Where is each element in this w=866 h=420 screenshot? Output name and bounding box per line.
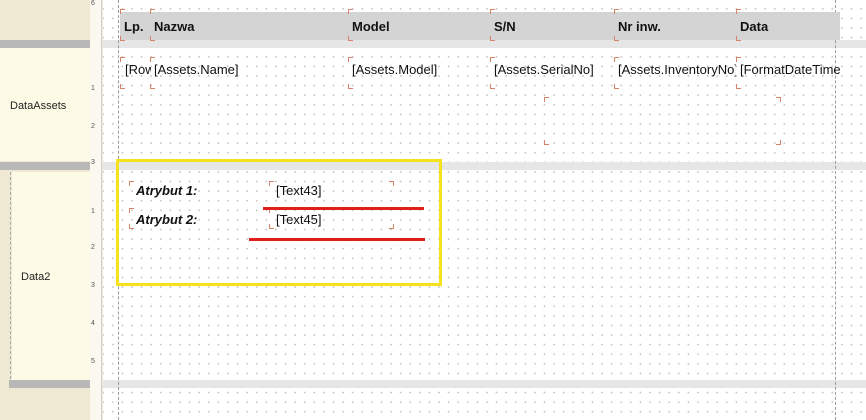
band-tree-panel: DataAssets Data2 <box>0 0 103 420</box>
band-tree-connector <box>10 172 11 384</box>
data-cell-serial[interactable]: [Assets.SerialNo] <box>494 62 594 77</box>
selection-corner <box>736 84 741 89</box>
empty-object-corner <box>544 97 549 102</box>
band-header-strip <box>103 40 866 48</box>
empty-object-corner <box>776 97 781 102</box>
band-data2-box[interactable] <box>12 172 90 380</box>
ruler-tick: 1 <box>91 85 95 92</box>
selection-corner <box>120 57 125 62</box>
selection-corner <box>614 84 619 89</box>
selection-corner <box>120 84 125 89</box>
selection-corner <box>129 208 134 213</box>
band-separator <box>9 380 96 388</box>
attribute-value-2[interactable]: [Text45] <box>276 212 322 227</box>
band-separator <box>0 162 96 170</box>
header-cell-name[interactable]: Nazwa <box>154 19 195 34</box>
selection-corner <box>736 36 741 41</box>
selection-corner <box>348 84 353 89</box>
underline-annotation-1 <box>263 207 424 210</box>
empty-object-corner <box>544 140 549 145</box>
selection-corner <box>129 181 134 186</box>
ruler-tick: 1 <box>91 208 95 215</box>
underline-annotation-2 <box>249 238 425 241</box>
data-cell-name[interactable]: [Assets.Name] <box>154 62 239 77</box>
selection-corner <box>389 181 394 186</box>
selection-corner <box>129 224 134 229</box>
selection-corner <box>389 224 394 229</box>
band-dataassets-box[interactable] <box>0 48 90 161</box>
selection-corner <box>348 57 353 62</box>
ruler-tick: 3 <box>91 159 95 166</box>
selection-corner <box>490 57 495 62</box>
selection-corner <box>736 57 741 62</box>
ruler-tick: 5 <box>91 358 95 365</box>
selection-corner <box>490 36 495 41</box>
selection-corner <box>348 36 353 41</box>
band-label-data2[interactable]: Data2 <box>21 271 51 283</box>
empty-object-corner <box>776 140 781 145</box>
table-header-row: Lp. Nazwa Model S/N Nr inw. Data <box>120 12 840 40</box>
selection-corner <box>269 224 274 229</box>
selection-corner <box>150 36 155 41</box>
attribute-label-2[interactable]: Atrybut 2: <box>136 212 198 227</box>
selection-corner <box>150 9 155 14</box>
band-header-strip <box>103 162 866 170</box>
data-cell-model[interactable]: [Assets.Model] <box>352 62 438 77</box>
ruler-tick: 4 <box>91 320 95 327</box>
selection-corner <box>269 181 274 186</box>
selection-corner <box>490 84 495 89</box>
header-cell-model[interactable]: Model <box>352 19 390 34</box>
selection-corner <box>614 36 619 41</box>
selection-corner <box>150 57 155 62</box>
selection-corner <box>614 57 619 62</box>
report-design-surface[interactable]: Lp. Nazwa Model S/N Nr inw. Data [Row#] … <box>103 0 866 420</box>
data-cell-lp[interactable]: [Row#] <box>125 62 151 77</box>
selection-corner <box>614 9 619 14</box>
selection-corner <box>120 9 125 14</box>
band-header-strip <box>103 380 866 388</box>
selection-corner <box>348 9 353 14</box>
header-cell-inventory[interactable]: Nr inw. <box>618 19 661 34</box>
header-cell-serial[interactable]: S/N <box>494 19 516 34</box>
ruler-tick: 3 <box>91 282 95 289</box>
vertical-ruler: 6 1 2 3 1 2 3 4 5 <box>90 0 102 420</box>
selection-corner <box>120 36 125 41</box>
band-label-dataassets[interactable]: DataAssets <box>10 100 67 112</box>
selection-corner <box>490 9 495 14</box>
attribute-value-1[interactable]: [Text43] <box>276 183 322 198</box>
header-cell-lp[interactable]: Lp. <box>124 19 144 34</box>
selection-corner <box>736 9 741 14</box>
ruler-tick: 2 <box>91 244 95 251</box>
ruler-tick: 2 <box>91 123 95 130</box>
attribute-label-1[interactable]: Atrybut 1: <box>136 183 198 198</box>
highlight-annotation-box <box>116 159 442 286</box>
data-cell-date[interactable]: [FormatDateTime <box>740 62 840 77</box>
selection-corner <box>150 84 155 89</box>
band-separator <box>0 40 96 48</box>
data-cell-inventory[interactable]: [Assets.InventoryNo] <box>618 62 736 77</box>
header-cell-date[interactable]: Data <box>740 19 769 34</box>
page-margin-right <box>835 0 836 420</box>
ruler-tick: 6 <box>91 0 95 7</box>
